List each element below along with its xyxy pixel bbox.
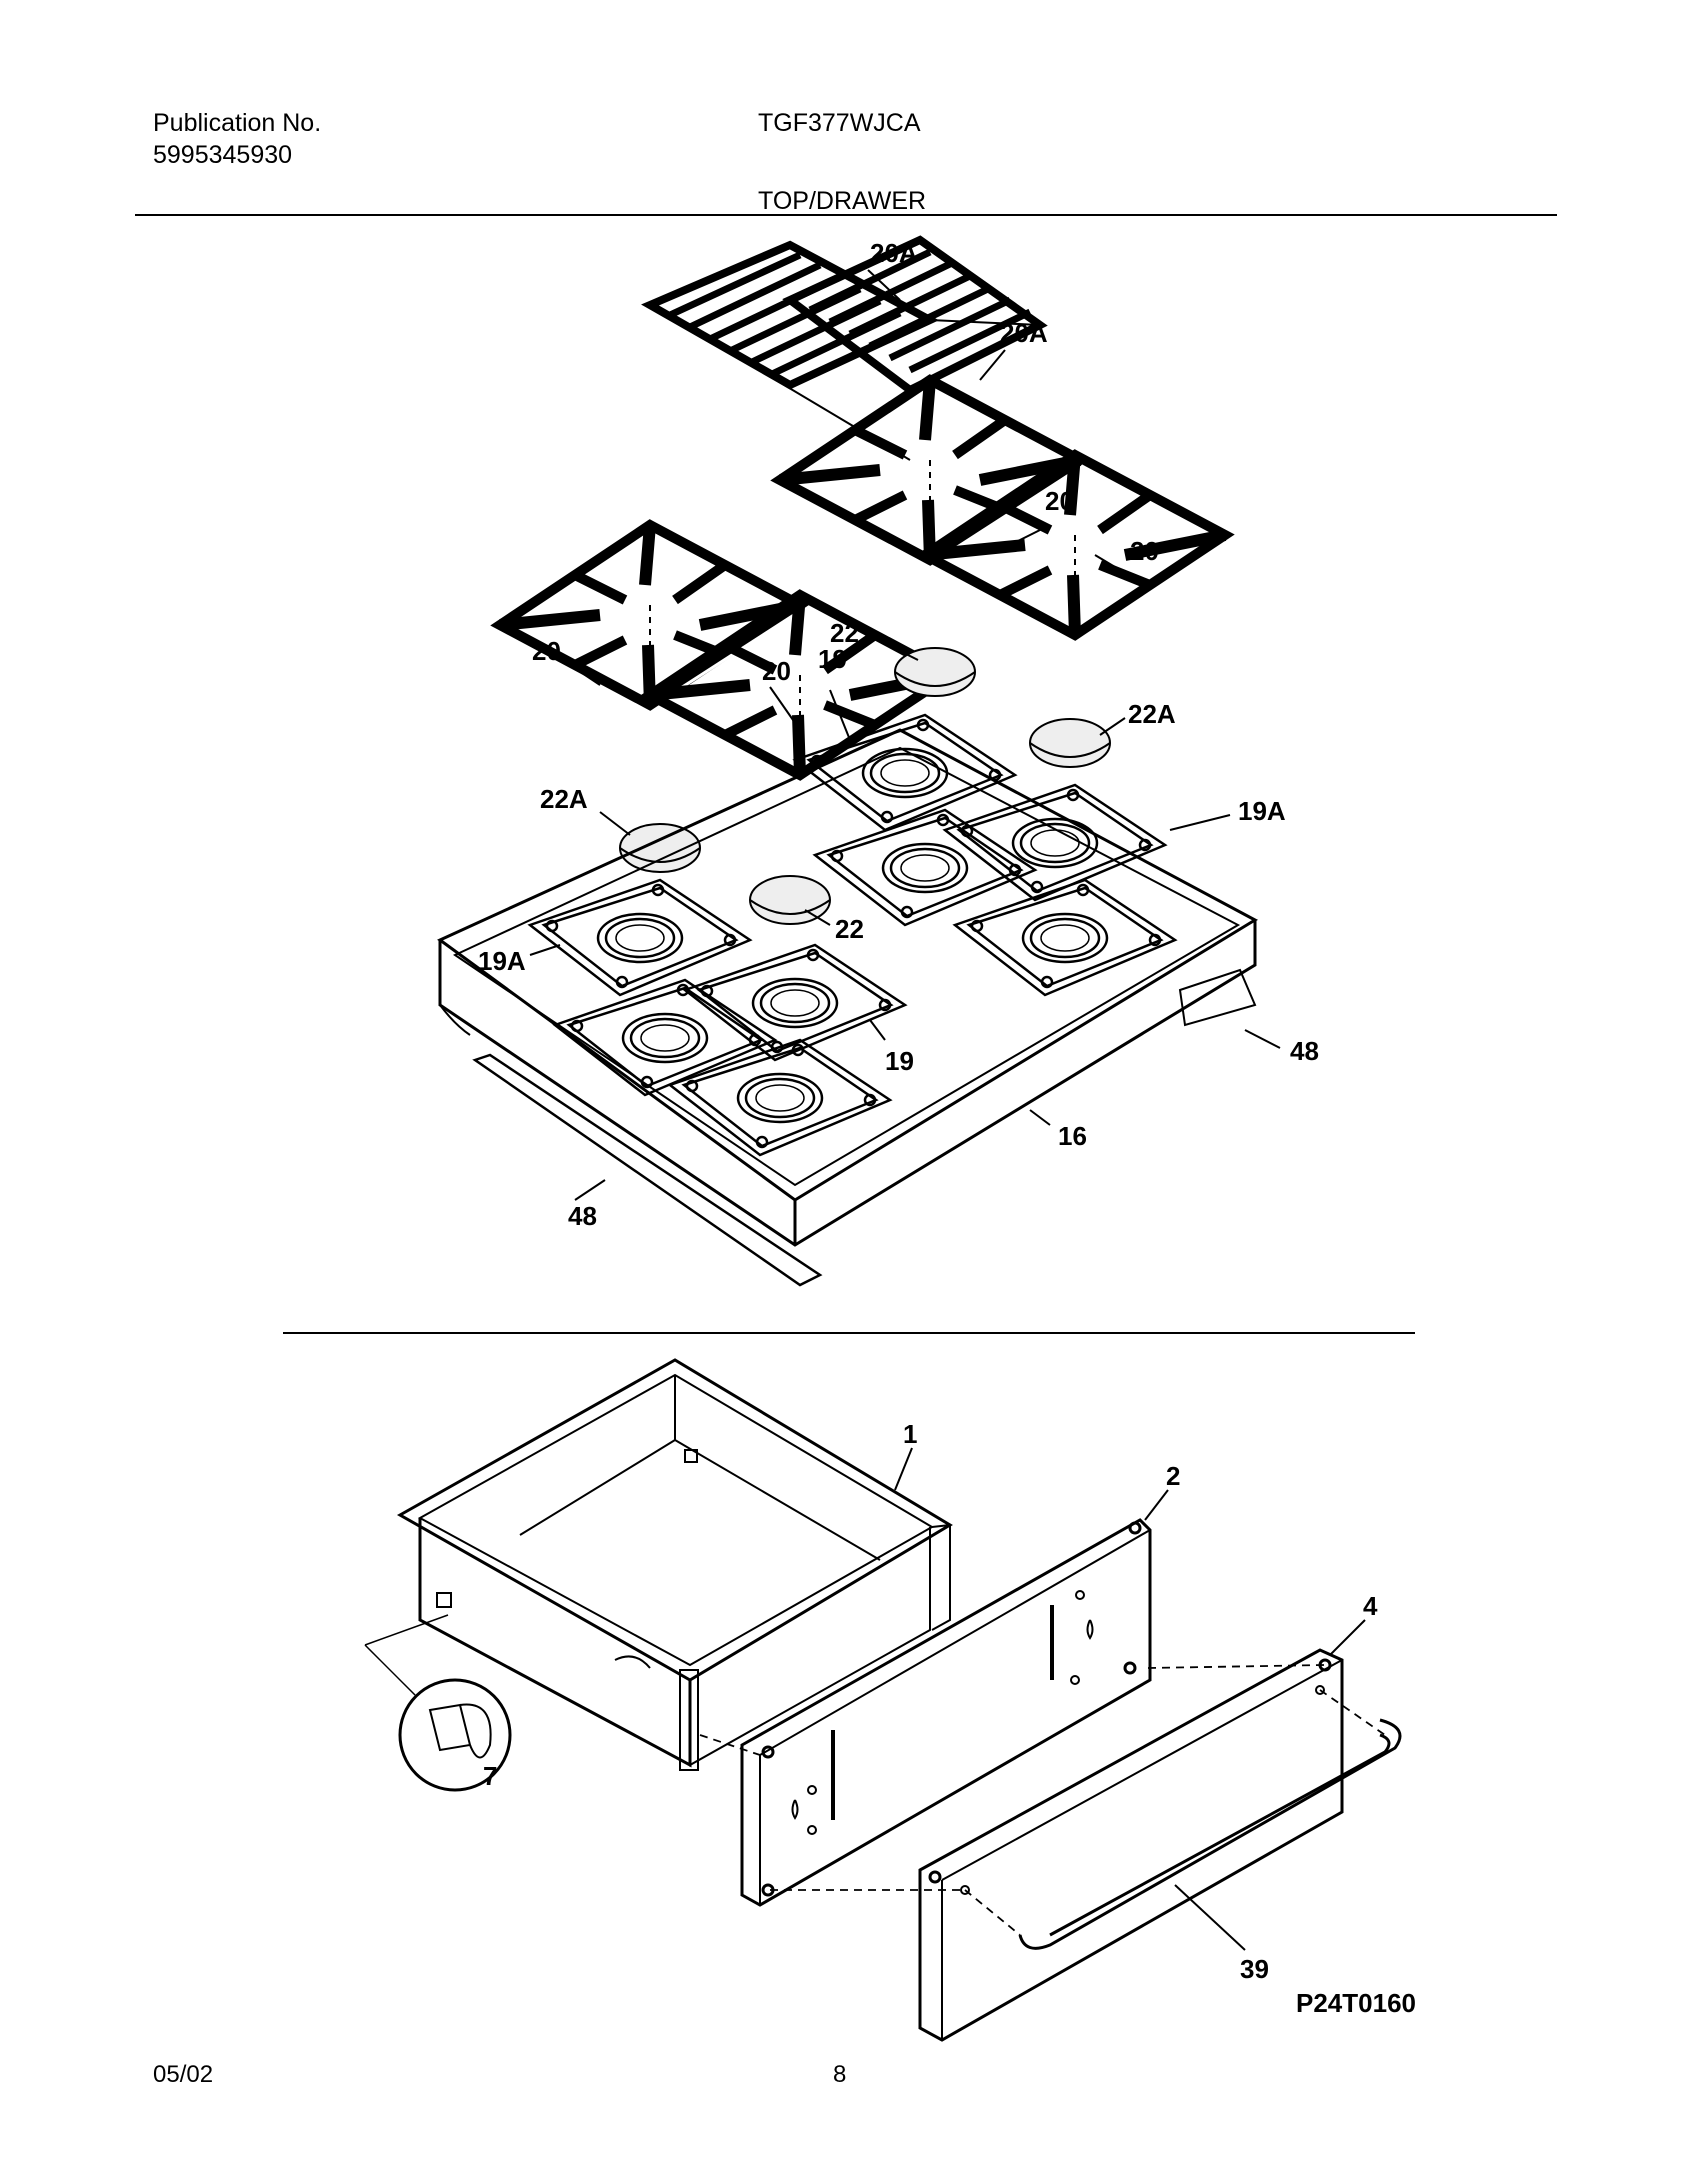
callout-20A: 20A — [870, 238, 918, 268]
callout-22A: 22A — [1128, 699, 1176, 729]
callout-4: 4 — [1363, 1591, 1378, 1621]
callout-19: 19 — [818, 644, 847, 674]
publication-label: Publication No. — [153, 109, 322, 137]
callout-1: 1 — [903, 1419, 917, 1449]
drawer-front-2 — [740, 1518, 1152, 1907]
callout-7: 7 — [483, 1761, 497, 1791]
callout-19A: 19A — [478, 946, 526, 976]
drawer-slide-detail-7 — [364, 1614, 512, 1792]
callout-20: 20 — [1045, 486, 1074, 516]
callout-20: 20 — [1130, 536, 1159, 566]
publication-number: 5995345930 — [153, 141, 293, 169]
callout-48: 48 — [568, 1201, 597, 1231]
drawer-handle-39 — [1018, 1718, 1402, 1950]
cooktop-16 — [437, 728, 1259, 1247]
callout-16: 16 — [1058, 1121, 1087, 1151]
section-title: TOP/DRAWER — [758, 187, 927, 215]
drawer-body-1 — [396, 1358, 953, 1771]
callout-19: 19 — [885, 1046, 914, 1076]
callout-2: 2 — [1166, 1461, 1180, 1491]
callout-48: 48 — [1290, 1036, 1319, 1066]
drawer-panel-4 — [918, 1648, 1344, 2042]
callout-22: 22 — [835, 914, 864, 944]
callout-39: 39 — [1240, 1954, 1269, 1984]
footer-date: 05/02 — [153, 2061, 214, 2088]
callout-22: 22 — [830, 618, 859, 648]
callout-20A: 20A — [1000, 318, 1048, 348]
callout-20: 20 — [762, 656, 791, 686]
griddle-grate-20A — [641, 235, 1048, 461]
diagram-id: P24T0160 — [1296, 1988, 1416, 2018]
model-number: TGF377WJCA — [758, 109, 921, 137]
callout-22A: 22A — [540, 784, 588, 814]
callout-19A: 19A — [1238, 796, 1286, 826]
callout-20: 20 — [532, 636, 561, 666]
page-number: 8 — [833, 2061, 847, 2088]
header-rule — [135, 214, 1557, 216]
